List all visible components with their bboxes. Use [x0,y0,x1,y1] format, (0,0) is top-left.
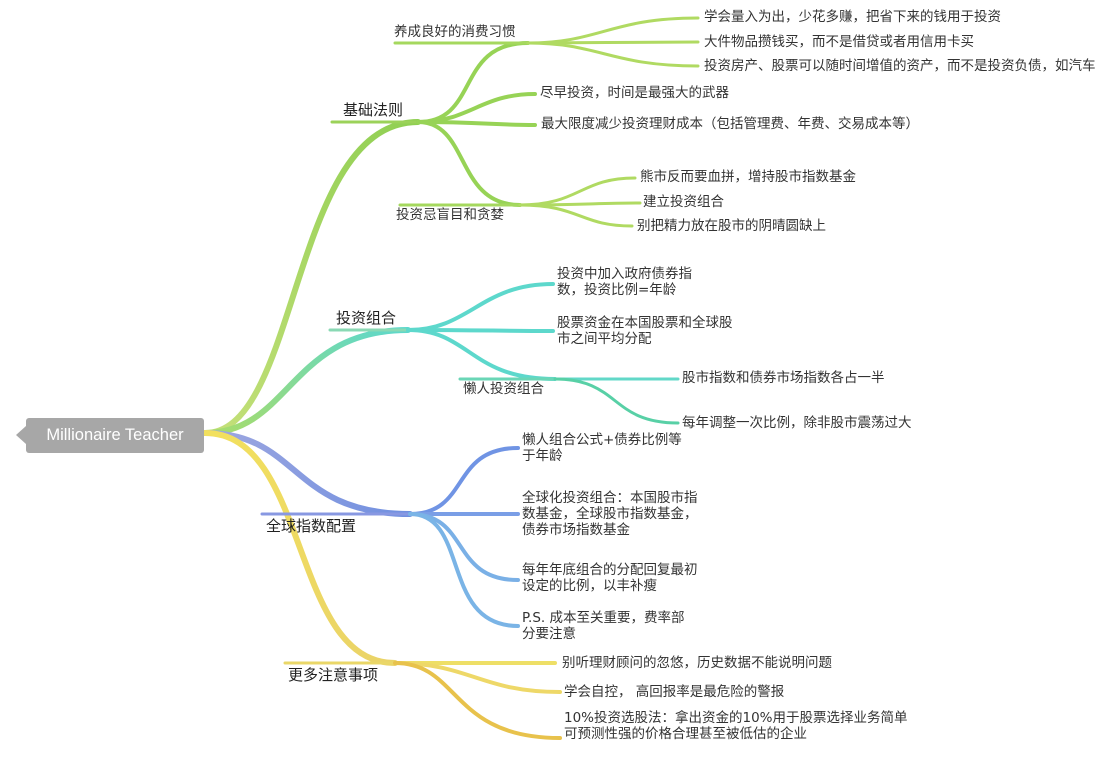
leaf-more-3[interactable]: 10%投资选股法：拿出资金的10%用于股票选择业务简单可预测性强的价格合理甚至被… [564,710,908,742]
leaf-global-3[interactable]: 每年年底组合的分配回复最初设定的比例，以丰补瘦 [522,562,698,594]
leaf-lazy-2[interactable]: 每年调整一次比例，除非股市震荡过大 [682,415,912,431]
leaf-more-1[interactable]: 别听理财顾问的忽悠，历史数据不能说明问题 [562,655,832,671]
connector-portfolio [202,327,411,436]
leaf-greed-2[interactable]: 建立投资组合 [643,194,724,210]
leaf-habit-3[interactable]: 投资房产、股票可以随时间增值的资产，而不是投资负债，如汽车 [704,58,1096,74]
leaf-habit-1[interactable]: 学会量入为出，少花多赚，把省下来的钱用于投资 [704,9,1001,25]
connector-more [202,430,398,666]
leaf-greed-3[interactable]: 别把精力放在股市的阴晴圆缺上 [637,218,826,234]
leaf-lazy-1[interactable]: 股市指数和债券市场指数各占一半 [682,370,885,386]
connectors-global-children [408,446,520,628]
root-pointer [16,426,26,444]
node-more-notes[interactable]: 更多注意事项 [288,666,379,684]
leaf-global-4[interactable]: P.S. 成本至关重要，费率部分要注意 [522,610,685,642]
connectors-more-children [393,660,562,740]
leaf-reduce-cost[interactable]: 最大限度减少投资理财成本（包括管理费、年费、交易成本等） [541,116,919,132]
connector-basic [202,119,421,436]
node-basic-rules[interactable]: 基础法则 [343,101,404,119]
node-spending-habits[interactable]: 养成良好的消费习惯 [394,24,516,40]
leaf-global-2[interactable]: 全球化投资组合：本国股市指数基金，全球股市指数基金，债券市场指数基金 [522,490,698,538]
leaf-portfolio-1[interactable]: 投资中加入政府债券指数，投资比例=年龄 [557,266,692,298]
connectors-basic-children [393,16,700,228]
leaf-habit-2[interactable]: 大件物品攒钱买，而不是借贷或者用信用卡买 [704,34,974,50]
leaf-portfolio-2[interactable]: 股票资金在本国股票和全球股市之间平均分配 [557,315,733,347]
leaf-invest-early[interactable]: 尽早投资，时间是最强大的武器 [540,85,729,101]
node-global-index[interactable]: 全球指数配置 [266,517,357,535]
node-lazy-portfolio[interactable]: 懒人投资组合 [463,381,544,397]
node-avoid-greed[interactable]: 投资忌盲目和贪婪 [396,207,504,223]
root-node[interactable]: Millionaire Teacher [26,418,204,453]
connector-global [202,430,413,517]
leaf-global-1[interactable]: 懒人组合公式+债券比例等于年龄 [522,432,682,464]
leaf-greed-1[interactable]: 熊市反而要血拼，增持股市指数基金 [640,169,856,185]
connectors-portfolio-children [406,282,680,425]
node-portfolio[interactable]: 投资组合 [336,309,397,327]
leaf-more-2[interactable]: 学会自控， 高回报率是最危险的警报 [564,684,785,700]
